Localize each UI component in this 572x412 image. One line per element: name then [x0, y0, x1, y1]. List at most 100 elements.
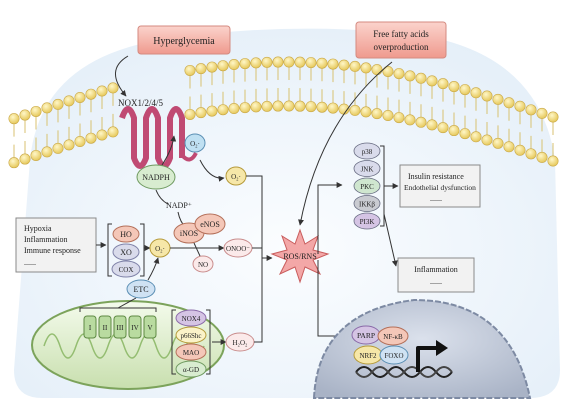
kinase-node: PI3K	[353, 212, 381, 230]
kinase-label: JNK	[361, 166, 374, 174]
transcription-arrowhead-icon	[436, 340, 448, 356]
inflammation-line2: ......	[430, 277, 442, 286]
inflammation-line1: Inflammation	[414, 265, 458, 274]
source-label: p66Shc	[181, 332, 202, 340]
foxo-label: FOXO	[384, 352, 403, 360]
complex-label: II	[103, 324, 108, 332]
nadp-label: NADP⁺	[166, 201, 192, 210]
superoxide-to-cyto-arrow	[199, 159, 225, 182]
membrane-bead	[404, 114, 416, 126]
membrane-bead	[96, 129, 108, 141]
membrane-bead	[371, 64, 383, 76]
ros-rns-label: ROS/RNS	[283, 252, 316, 261]
nadph-label: NADPH	[142, 173, 170, 182]
membrane-bead	[74, 135, 86, 147]
etc-label: ETC	[133, 285, 148, 294]
complex-label: I	[89, 324, 92, 332]
complex-label: III	[117, 324, 125, 332]
superoxide-central-node: O₂·	[149, 238, 171, 258]
kinases-to-inflammation-arrow	[383, 213, 398, 267]
no-node: NO	[192, 255, 214, 273]
membrane-bead	[327, 102, 339, 114]
kinase-node: IKKβ	[353, 195, 381, 212]
insulin-resistance-line2: Endothelial dysfunction	[404, 183, 476, 192]
membrane-bead	[481, 90, 493, 102]
ffa-label-line2: overproduction	[374, 42, 429, 52]
membrane-bead	[239, 58, 251, 70]
membrane-bead	[327, 58, 339, 70]
membrane-bead	[250, 57, 262, 69]
membrane-bead	[261, 56, 273, 68]
membrane-bead	[536, 107, 548, 119]
membrane-bead	[415, 72, 427, 84]
xo-node: XO	[112, 243, 140, 261]
source-label: α-GD	[183, 366, 199, 374]
membrane-bead	[239, 102, 251, 114]
source-label: MAO	[183, 349, 199, 357]
ho-node: HO	[112, 225, 140, 243]
membrane-bead	[41, 102, 53, 114]
stimuli-box: Hypoxia Inflammation Immune response ...…	[15, 217, 97, 273]
h2o2-label: H₂O₂	[233, 339, 249, 347]
superoxide-nox-label: O₂·	[190, 140, 200, 148]
enos-label: eNOS	[200, 220, 220, 229]
membrane-bead	[107, 126, 119, 138]
inos-label: iNOS	[180, 229, 198, 238]
membrane-bead	[85, 132, 97, 144]
onoo-label: ONOO⁻	[226, 245, 250, 253]
ros-to-kinases-line	[317, 182, 343, 254]
cox-node: COX	[111, 260, 141, 278]
complex-3: III	[113, 315, 127, 339]
ros-rns-burst: ROS/RNS	[270, 228, 330, 284]
membrane-bead	[437, 122, 449, 134]
membrane-bead	[283, 56, 295, 68]
membrane-bead	[30, 149, 42, 161]
membrane-bead	[305, 57, 317, 69]
membrane-bead	[8, 157, 20, 169]
kinase-node: PKC	[353, 177, 381, 195]
sources-bracket	[171, 309, 211, 375]
membrane-bead	[305, 101, 317, 113]
kinase-label: PI3K	[360, 218, 375, 226]
collector-bracket	[246, 175, 263, 343]
source-node: α-GD	[175, 360, 207, 378]
nadph-node: NADPH	[136, 164, 176, 190]
membrane-bead	[19, 109, 31, 121]
membrane-bead	[63, 139, 75, 151]
membrane-bead	[217, 60, 229, 72]
membrane-bead	[459, 128, 471, 140]
complex-to-etc-line	[117, 297, 137, 309]
membrane-bead	[85, 88, 97, 100]
membrane-bead	[30, 105, 42, 117]
source-node: NOX4	[175, 309, 207, 327]
membrane-bead	[503, 97, 515, 109]
membrane-bead	[228, 103, 240, 115]
superoxide-central-label: O₂·	[155, 245, 165, 253]
membrane-bead	[360, 62, 372, 74]
parp-node: PARP	[351, 325, 381, 345]
membrane-bead	[481, 134, 493, 146]
no-link-line	[193, 242, 201, 257]
membrane-bead	[349, 104, 361, 116]
membrane-bead	[349, 60, 361, 72]
membrane-bead	[404, 70, 416, 82]
membrane-bead	[206, 61, 218, 73]
kinase-label: p38	[362, 148, 373, 156]
membrane-bead	[272, 56, 284, 68]
xo-label: XO	[120, 248, 132, 257]
complex-label: IV	[131, 324, 138, 332]
etc-to-superoxide-arrow	[147, 257, 160, 281]
parp-label: PARP	[357, 331, 375, 340]
superoxide-cyto-node: O₂·	[225, 166, 247, 186]
membrane-bead	[52, 142, 64, 154]
hyperglycemia-box: Hyperglycemia	[137, 25, 231, 55]
stimuli-line4: ......	[24, 258, 36, 267]
membrane-bead	[184, 108, 196, 120]
membrane-bead	[470, 87, 482, 99]
membrane-bead	[316, 57, 328, 69]
membrane-bead	[525, 104, 537, 116]
